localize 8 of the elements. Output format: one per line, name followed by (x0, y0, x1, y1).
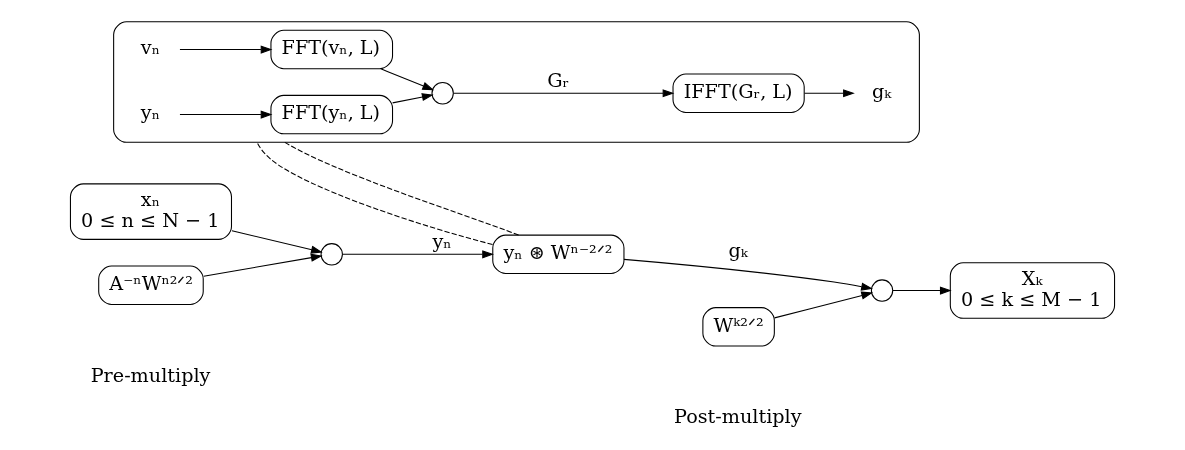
node-text: gₖ (871, 79, 892, 103)
node-text: vₙ (140, 35, 160, 59)
edge-label: gₖ (728, 238, 748, 262)
node-text: yₙ (140, 100, 160, 124)
node-label: Pre-multiply (90, 363, 211, 387)
edge-label: Gᵣ (547, 68, 570, 92)
node-label: Post-multiply (674, 404, 802, 428)
edge-label: yₙ (432, 229, 452, 253)
